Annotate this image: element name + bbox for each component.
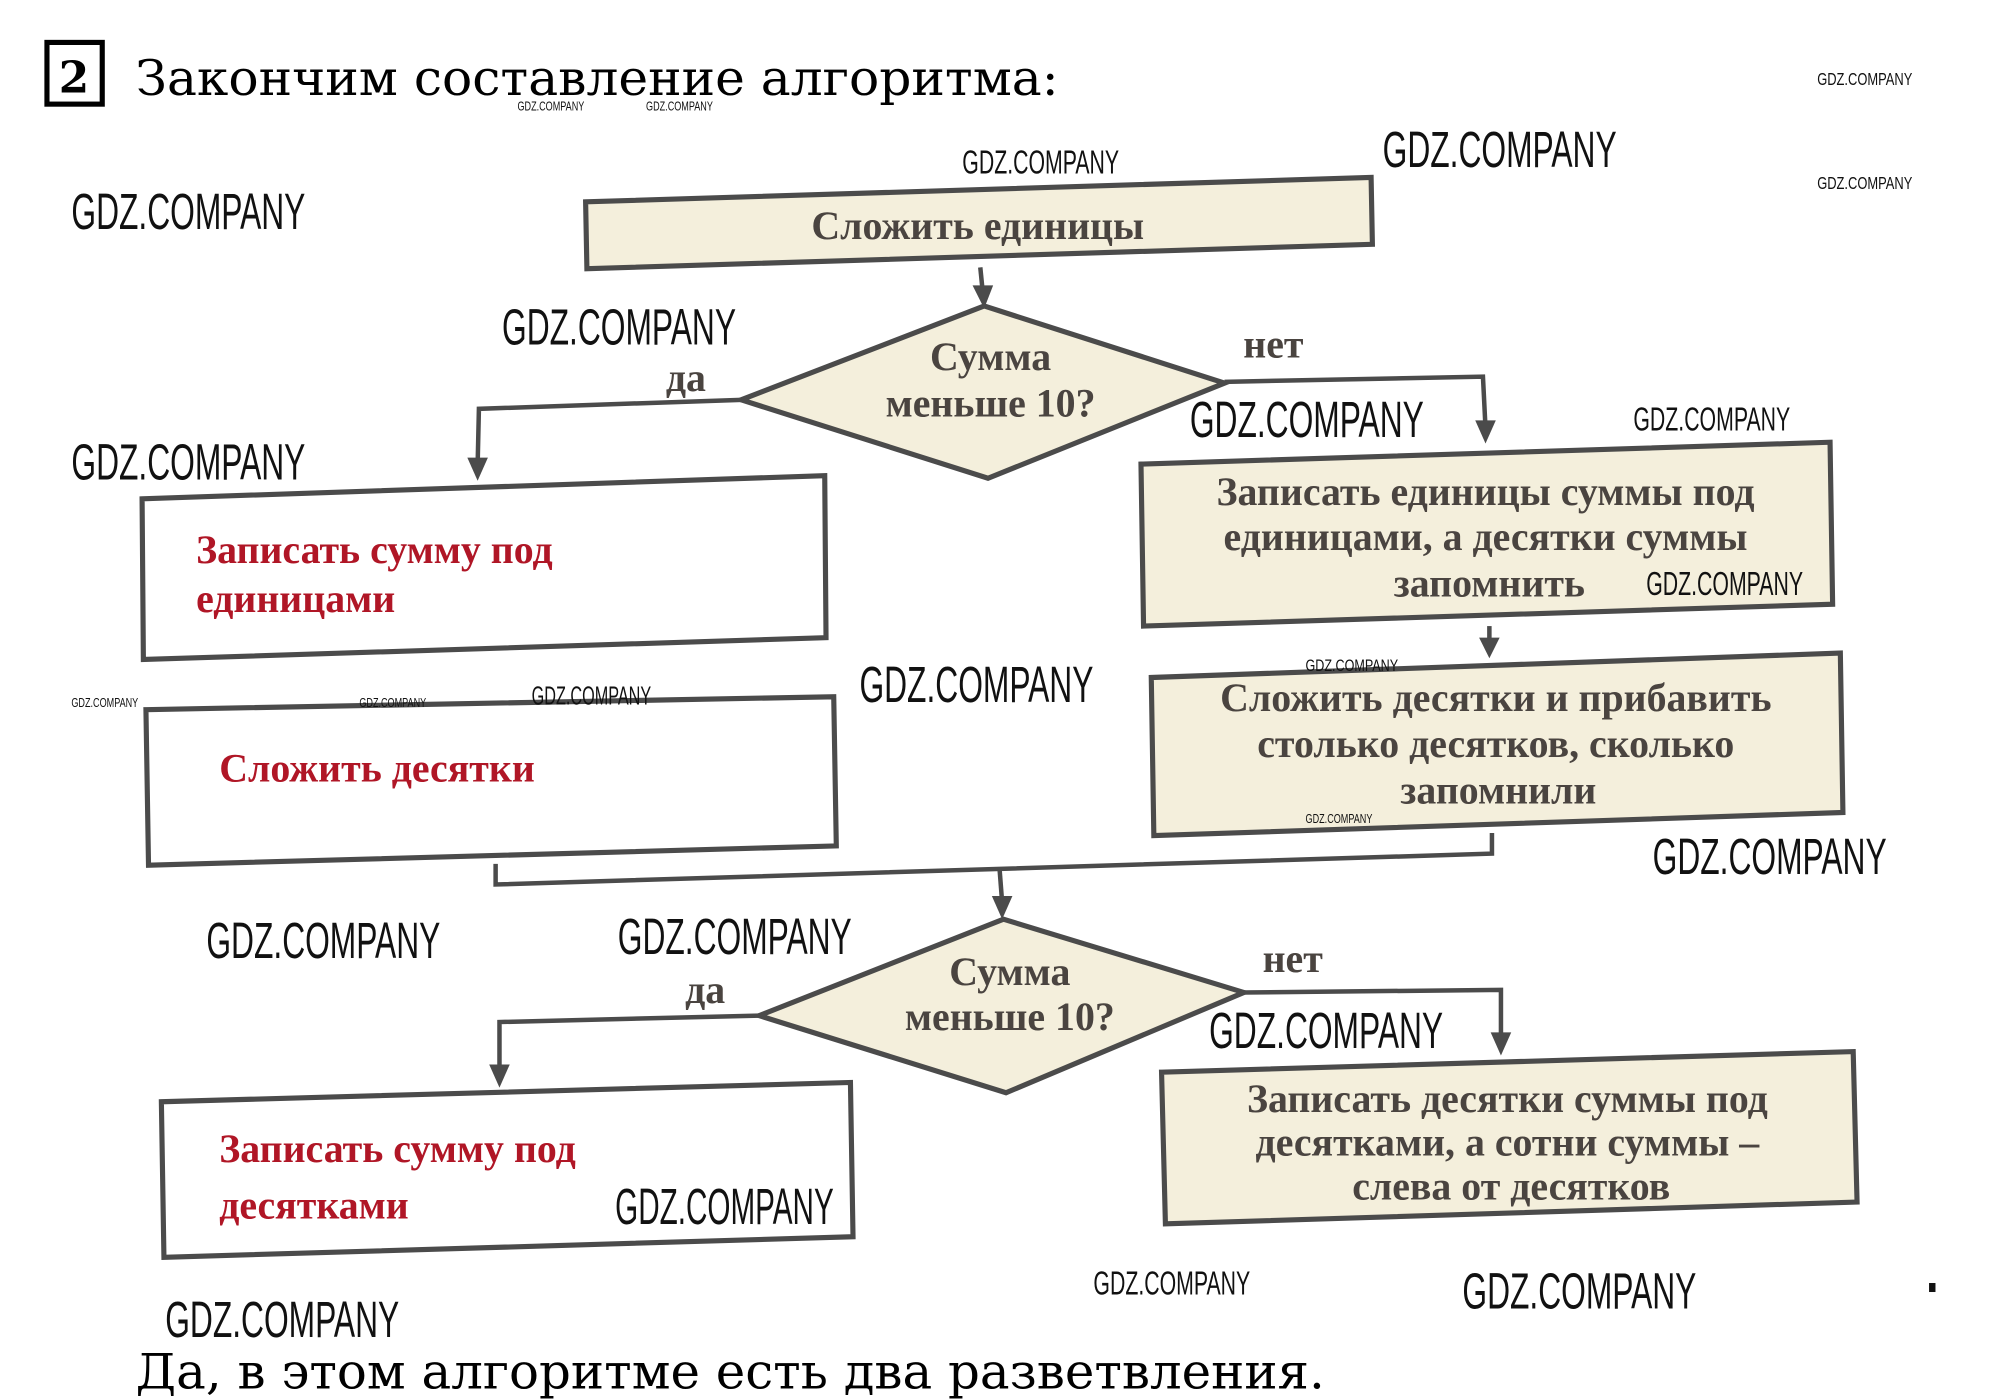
no1-line3: запомнить: [1394, 561, 1585, 606]
step-add-units-text: Сложить единицы: [811, 203, 1144, 248]
watermark: GDZ.COMPANY: [1306, 811, 1373, 826]
yes2-line1: Записать сумму под: [219, 1126, 576, 1171]
watermark: GDZ.COMPANY: [1646, 566, 1803, 603]
watermark: GDZ.COMPANY: [618, 907, 852, 965]
yes1b-box: [143, 694, 839, 868]
decision1-yes-label: да: [666, 355, 706, 400]
decision2-line1: Сумма: [949, 949, 1070, 994]
watermark: GDZ.COMPANY: [206, 911, 440, 969]
watermarks: GDZ.COMPANY GDZ.COMPANY GDZ.COMPANY GDZ.…: [71, 69, 1912, 1348]
yes1-box: [139, 473, 829, 663]
watermark: GDZ.COMPANY: [1817, 173, 1912, 193]
yes2-line2: десятками: [219, 1183, 409, 1228]
no1b-line1: Сложить десятки и прибавить: [1220, 675, 1771, 720]
watermark: GDZ.COMPANY: [1653, 827, 1887, 885]
step-add-units-box: [582, 174, 1376, 272]
watermark: GDZ.COMPANY: [859, 655, 1093, 713]
answer-text: Да, в этом алгоритме есть два разветвлен…: [136, 1343, 1325, 1400]
watermark: GDZ.COMPANY: [1462, 1262, 1696, 1320]
no1-line1: Записать единицы суммы под: [1217, 469, 1755, 514]
no1b-line2: столько десятков, сколько: [1257, 721, 1734, 766]
no1b-line3: запомнили: [1400, 767, 1596, 812]
yes1-line2: единицами: [196, 576, 395, 621]
watermark: GDZ.COMPANY: [962, 145, 1119, 182]
yes1-line1: Записать сумму под: [196, 527, 553, 572]
task-number: 2: [59, 53, 89, 104]
watermark: GDZ.COMPANY: [359, 695, 426, 710]
decision1-line2: меньше 10?: [886, 381, 1096, 426]
no1b-box: [1148, 650, 1846, 839]
watermark: GDZ.COMPANY: [1633, 402, 1790, 439]
decision2-line2: меньше 10?: [905, 994, 1115, 1039]
watermark: GDZ.COMPANY: [165, 1290, 399, 1348]
task-title: Закончим составление алгоритма:: [136, 50, 1059, 107]
no2-line3: слева от десятков: [1352, 1163, 1670, 1208]
watermark: GDZ.COMPANY: [71, 433, 305, 491]
decision1-diamond: [733, 303, 1233, 481]
watermark: GDZ.COMPANY: [1817, 69, 1912, 89]
decision2-diamond: [751, 916, 1252, 1096]
no1-box: [1138, 439, 1836, 629]
no2-box: [1158, 1048, 1860, 1227]
watermark: GDZ.COMPANY: [71, 182, 305, 240]
watermark: GDZ.COMPANY: [532, 682, 652, 710]
watermark: GDZ.COMPANY: [517, 99, 584, 114]
watermark: GDZ.COMPANY: [502, 298, 736, 356]
yes2-box: [158, 1079, 856, 1260]
watermark: GDZ.COMPANY: [71, 695, 138, 710]
yes1b-text: Сложить десятки: [219, 746, 535, 791]
decision2-no-label: нет: [1263, 936, 1324, 981]
watermark: GDZ.COMPANY: [615, 1177, 834, 1235]
decision1-line1: Сумма: [930, 334, 1051, 379]
task-number-box: [44, 39, 105, 107]
watermark: GDZ.COMPANY: [1190, 390, 1424, 448]
no2-line1: Записать десятки суммы под: [1247, 1076, 1768, 1121]
watermark: GDZ.COMPANY: [1209, 1001, 1443, 1059]
watermark: GDZ.COMPANY: [1383, 120, 1617, 178]
watermark: GDZ.COMPANY: [646, 99, 713, 114]
decision1-no-label: нет: [1243, 321, 1304, 366]
arrow-head: [972, 285, 994, 309]
no1-line2: единицами, а десятки суммы: [1224, 514, 1748, 559]
watermark: GDZ.COMPANY: [1306, 656, 1399, 675]
watermark: GDZ.COMPANY: [1093, 1266, 1250, 1303]
decision2-yes-label: да: [685, 967, 725, 1012]
no2-line2: десятками, а сотни суммы –: [1256, 1120, 1761, 1165]
